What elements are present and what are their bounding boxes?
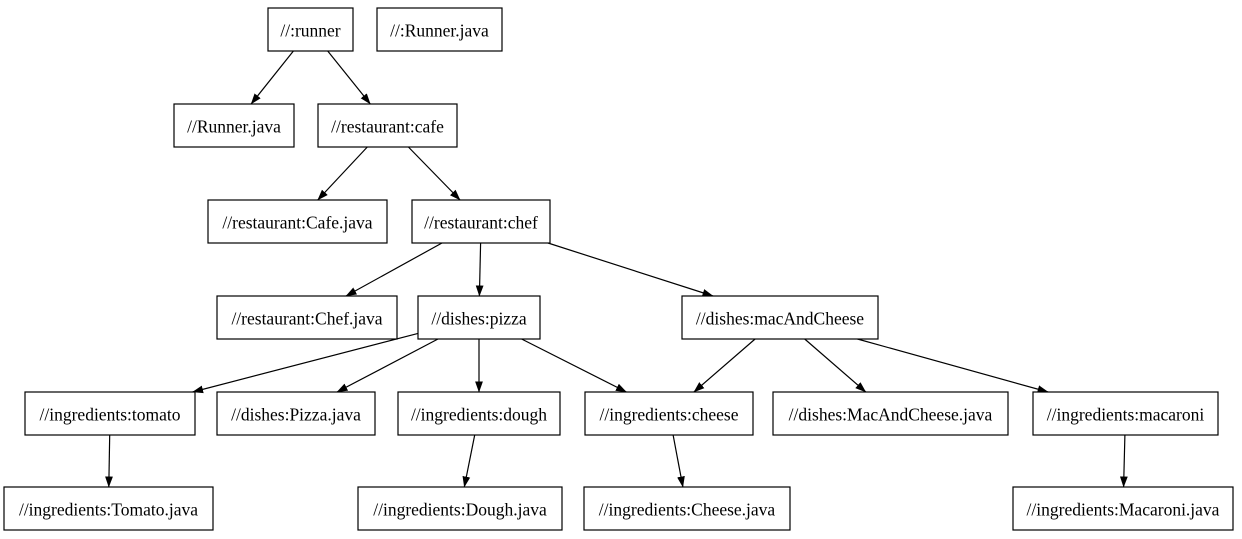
graph-node-box xyxy=(24,391,196,436)
graph-edge-chef-to-pizza xyxy=(475,242,484,297)
graph-edge-mac_and_cheese-to-mac_and_cheese_java xyxy=(804,338,867,393)
graph-node-pizza_java: //dishes:Pizza.java xyxy=(216,391,376,436)
graph-node-macaroni_java: //ingredients:Macaroni.java xyxy=(1012,486,1234,531)
graph-node-label: //restaurant:chef xyxy=(424,213,538,233)
graph-node-label: //ingredients:tomato xyxy=(40,405,181,425)
graph-edge-pizza-to-cheese xyxy=(521,338,627,393)
graph-node-cafe: //restaurant:cafe xyxy=(317,103,458,148)
graph-node-box xyxy=(417,295,541,340)
graph-edge-chef-to-chef_java xyxy=(345,242,443,297)
graph-node-box xyxy=(584,391,754,436)
graph-node-label: //ingredients:Dough.java xyxy=(373,500,547,520)
graph-node-dough_java: //ingredients:Dough.java xyxy=(357,486,563,531)
graph-edge-macaroni-to-macaroni_java xyxy=(1119,434,1128,488)
graph-node-label: //dishes:pizza xyxy=(431,309,526,329)
graph-node-label: //restaurant:Chef.java xyxy=(231,309,382,329)
graph-node-label: //ingredients:macaroni xyxy=(1047,405,1205,425)
graph-edge-pizza-to-tomato xyxy=(192,332,419,394)
graph-edge-cafe-to-cafe_java xyxy=(317,146,368,201)
graph-node-mac_and_cheese: //dishes:macAndCheese xyxy=(681,295,879,340)
graph-node-label: //Runner.java xyxy=(187,117,281,137)
graph-node-pizza: //dishes:pizza xyxy=(417,295,541,340)
graph-node-box xyxy=(1012,486,1234,531)
graph-node-label: //restaurant:Cafe.java xyxy=(222,213,372,233)
graph-edge-runner-to-runner_java xyxy=(250,50,294,105)
graph-node-box xyxy=(3,486,214,531)
graph-node-box xyxy=(772,391,1009,436)
graph-node-label: //ingredients:Macaroni.java xyxy=(1027,500,1220,520)
graph-node-tomato: //ingredients:tomato xyxy=(24,391,196,436)
graph-node-box xyxy=(216,295,398,340)
graph-edge-cheese-to-cheese_java xyxy=(672,434,685,488)
graph-node-chef: //restaurant:chef xyxy=(411,199,551,244)
graph-node-runner_java: //Runner.java xyxy=(173,103,295,148)
graph-node-label: //dishes:macAndCheese xyxy=(696,309,864,329)
graph-edge-chef-to-mac_and_cheese xyxy=(547,242,714,297)
graph-node-label: //ingredients:dough xyxy=(411,405,547,425)
graph-edge-mac_and_cheese-to-cheese xyxy=(693,338,756,393)
graph-node-box xyxy=(1032,391,1219,436)
graph-node-label: //ingredients:Tomato.java xyxy=(19,500,198,520)
graph-node-cheese_java: //ingredients:Cheese.java xyxy=(583,486,791,531)
graph-node-box xyxy=(173,103,295,148)
graph-node-macaroni: //ingredients:macaroni xyxy=(1032,391,1219,436)
graph-node-runner_java_top: //:Runner.java xyxy=(376,7,503,52)
graph-node-mac_and_cheese_java: //dishes:MacAndCheese.java xyxy=(772,391,1009,436)
graph-edge-pizza-to-pizza_java xyxy=(336,338,439,393)
graph-node-box xyxy=(376,7,503,52)
graph-node-tomato_java: //ingredients:Tomato.java xyxy=(3,486,214,531)
graph-node-cafe_java: //restaurant:Cafe.java xyxy=(207,199,388,244)
graph-node-box xyxy=(207,199,388,244)
graph-edge-mac_and_cheese-to-macaroni xyxy=(857,338,1049,393)
graph-node-runner: //:runner xyxy=(267,7,354,52)
graph-node-box xyxy=(317,103,458,148)
graph-node-label: //dishes:MacAndCheese.java xyxy=(789,405,993,425)
graph-node-label: //:runner xyxy=(280,21,340,41)
graph-node-label: //dishes:Pizza.java xyxy=(231,405,361,425)
graph-node-box xyxy=(397,391,561,436)
graph-edge-runner-to-cafe xyxy=(327,50,371,105)
graph-node-box xyxy=(411,199,551,244)
graph-node-box xyxy=(357,486,563,531)
graph-node-box xyxy=(267,7,354,52)
graph-node-label: //restaurant:cafe xyxy=(331,117,444,137)
graph-node-dough: //ingredients:dough xyxy=(397,391,561,436)
graph-node-label: //:Runner.java xyxy=(390,21,489,41)
graph-node-box xyxy=(583,486,791,531)
graph-node-box xyxy=(216,391,376,436)
graph-edge-tomato-to-tomato_java xyxy=(105,434,113,488)
graph-node-label: //ingredients:Cheese.java xyxy=(599,500,776,520)
graph-edge-dough-to-dough_java xyxy=(462,434,476,488)
graph-node-label: //ingredients:cheese xyxy=(600,405,739,425)
graph-edge-cafe-to-chef xyxy=(407,146,461,201)
graph-node-chef_java: //restaurant:Chef.java xyxy=(216,295,398,340)
graph-node-cheese: //ingredients:cheese xyxy=(584,391,754,436)
graph-node-box xyxy=(681,295,879,340)
